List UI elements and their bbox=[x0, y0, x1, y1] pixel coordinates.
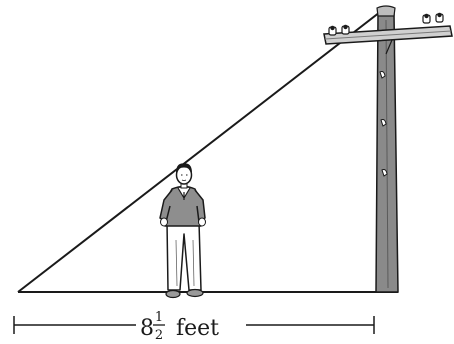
measurement-label: 8 1 2 feet bbox=[140, 310, 219, 343]
shadow-line bbox=[17, 8, 385, 293]
measurement-denominator: 2 bbox=[155, 328, 163, 343]
dimension-line bbox=[13, 316, 375, 334]
measurement-whole: 8 bbox=[140, 316, 154, 341]
utility-pole-icon bbox=[323, 5, 453, 293]
standing-man-icon bbox=[159, 163, 206, 299]
measurement-unit: feet bbox=[176, 316, 219, 341]
measurement-numerator: 1 bbox=[155, 310, 163, 325]
